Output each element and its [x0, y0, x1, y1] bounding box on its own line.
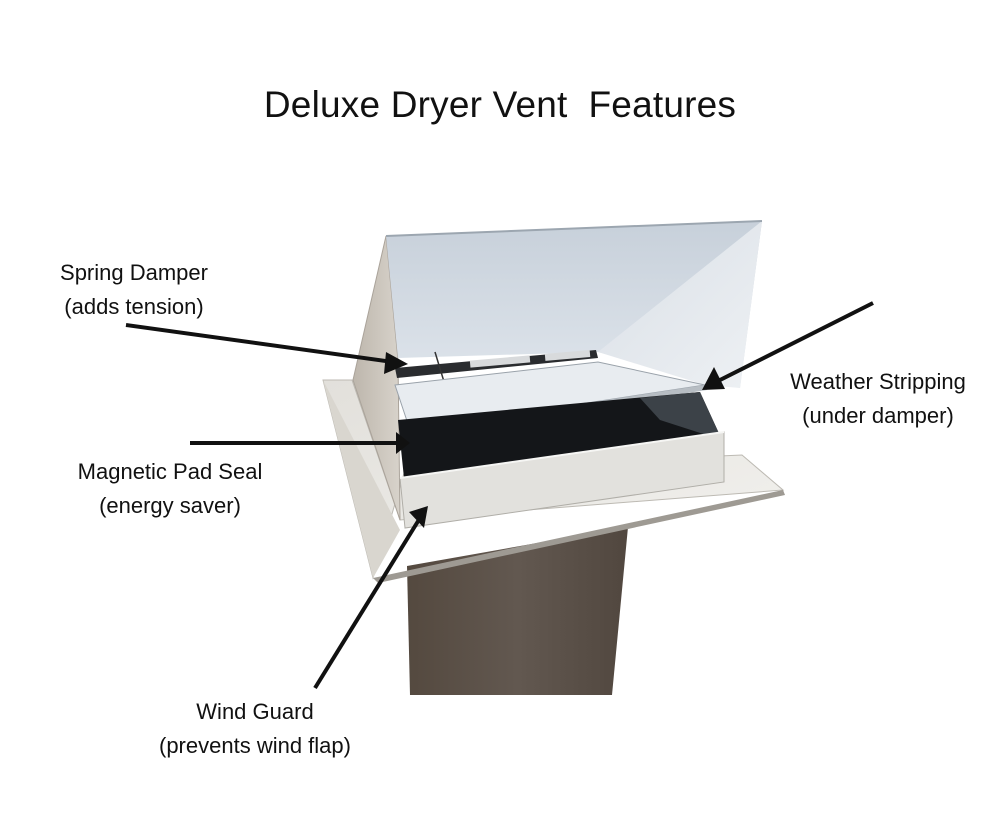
- callout-title: Spring Damper: [60, 260, 208, 285]
- callout-weather-stripping: Weather Stripping (under damper): [768, 365, 988, 433]
- wind-guard: [399, 431, 725, 529]
- spring-damper-rod: [395, 350, 598, 386]
- callout-magnetic-pad-seal: Magnetic Pad Seal (energy saver): [50, 455, 290, 523]
- hood-interior: [385, 220, 763, 388]
- arrow-weather-stripping: [702, 301, 874, 390]
- callout-subtitle: (adds tension): [64, 294, 204, 319]
- callout-wind-guard: Wind Guard (prevents wind flap): [130, 695, 380, 763]
- callout-subtitle: (prevents wind flap): [159, 733, 351, 758]
- duct-tail: [407, 527, 628, 695]
- arrow-spring-damper: [125, 323, 408, 374]
- callout-title: Weather Stripping: [790, 369, 966, 394]
- callout-spring-damper: Spring Damper (adds tension): [34, 256, 234, 324]
- callout-title: Magnetic Pad Seal: [77, 459, 263, 484]
- arrow-magnetic-pad-seal: [190, 432, 410, 454]
- callout-subtitle: (energy saver): [99, 493, 241, 518]
- arrow-wind-guard: [313, 506, 428, 690]
- magnetic-pad: [398, 392, 722, 478]
- callout-subtitle: (under damper): [802, 403, 954, 428]
- diagram-title: Deluxe Dryer Vent Features: [263, 84, 737, 125]
- callout-title: Wind Guard: [196, 699, 314, 724]
- hood-side-wall: [352, 235, 401, 521]
